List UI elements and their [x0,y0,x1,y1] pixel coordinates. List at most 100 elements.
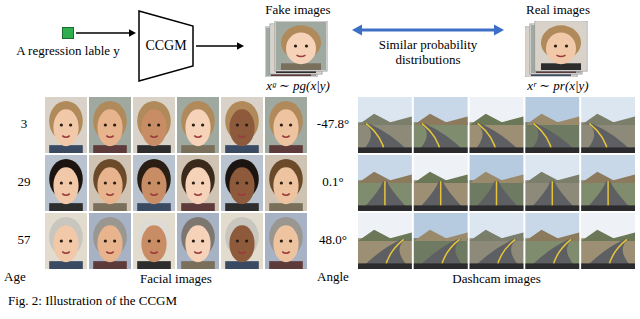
label-square: A regression lable y [62,27,74,39]
face-eye [60,123,63,126]
dash-ground [358,238,412,269]
face-cell [45,213,87,269]
face-mouth [62,194,70,196]
face-shoulders [93,261,127,269]
dash-sky [358,155,412,183]
face-skin [273,167,298,204]
image-grid: Dashcam images [358,97,635,287]
face-eye [157,123,160,126]
face-eye [245,181,248,184]
arrow-connector [196,42,244,50]
dash-hood [414,263,468,269]
arrowhead [494,25,504,36]
dash-sky [470,213,524,241]
dashcam-photo [525,213,579,269]
face-shoulders [137,261,171,269]
dashcam-photo [525,97,579,153]
face-photo [45,155,87,211]
face-cell [133,155,175,211]
dash-hood [358,263,412,269]
face-photo [133,155,175,211]
dash-sky [525,155,579,183]
dashcam-photo [470,155,524,211]
face-skin [229,109,254,146]
face-mouth [150,194,158,196]
connector-label: Similar probability distributions [372,38,484,68]
face-shoulders [181,145,215,153]
face-shoulders [49,261,83,269]
face-shoulders [181,203,215,211]
face-photo [536,22,586,70]
image-group: Real imagesxʳ ∼ pr(x|y) [506,3,610,94]
face-mouth [194,194,202,196]
face-eye [289,181,292,184]
dash-hood [525,205,579,211]
stack-face [276,22,326,70]
face-photo [265,213,307,269]
dash-ground [470,180,524,211]
face-photo [45,213,87,269]
stack-frame [275,21,327,71]
face-eye [104,123,107,126]
dash-sky [358,213,412,241]
dash-hood [581,263,635,269]
dashcam-grid [358,97,635,269]
face-shoulders [181,261,215,269]
angle-value: 0.1° [322,175,343,190]
dashcam-photo [470,97,524,153]
face-eye [245,239,248,242]
face-mouth [194,136,202,138]
dashcam-photo [470,213,524,269]
face-mouth [238,136,246,138]
face-cell [133,97,175,153]
dash-sky [414,155,468,183]
face-mouth [106,252,114,254]
dash-ground [414,122,468,153]
face-mouth [282,136,290,138]
axis-name: Age [4,270,26,285]
face-skin [185,109,210,146]
face-shoulders [225,261,259,269]
face-photo [221,97,263,153]
figure-caption: Fig. 2: Illustration of the CCGM [8,294,177,309]
face-shoulders [137,145,171,153]
face-shoulders [269,261,303,269]
face-eye [69,181,72,184]
face-skin [273,109,298,146]
dash-sky [581,213,635,241]
face-cell [89,97,131,153]
face-eye [236,239,239,242]
dashcam-photo [525,155,579,211]
dash-ground [358,122,412,153]
face-eye [148,181,151,184]
face-photo [133,213,175,269]
face-shoulders [225,145,259,153]
face-cell [221,213,263,269]
dash-sky [525,97,579,125]
face-eye [104,239,107,242]
age-value: 57 [18,233,31,248]
face-photo [265,97,307,153]
dash-ground [525,180,579,211]
face-mouth [297,55,306,56]
face-eye [289,123,292,126]
face-skin [141,225,166,262]
image-grid: Facial images [45,97,307,287]
face-mouth [282,194,290,196]
dash-sky [470,155,524,183]
image-set-title: Fake images [265,3,330,18]
face-mouth [106,194,114,196]
face-mouth [557,55,566,56]
grid-title: Facial images [45,272,307,287]
face-cell [177,155,219,211]
stack-frame [535,21,587,71]
arrowhead [352,25,362,36]
arrow-connector [76,29,136,37]
dash-hood [470,205,524,211]
dash-sky [470,97,524,125]
face-eye [113,239,116,242]
face-mouth [150,136,158,138]
dash-ground [358,180,412,211]
face-skin [53,167,78,204]
face-shoulders [225,203,259,211]
